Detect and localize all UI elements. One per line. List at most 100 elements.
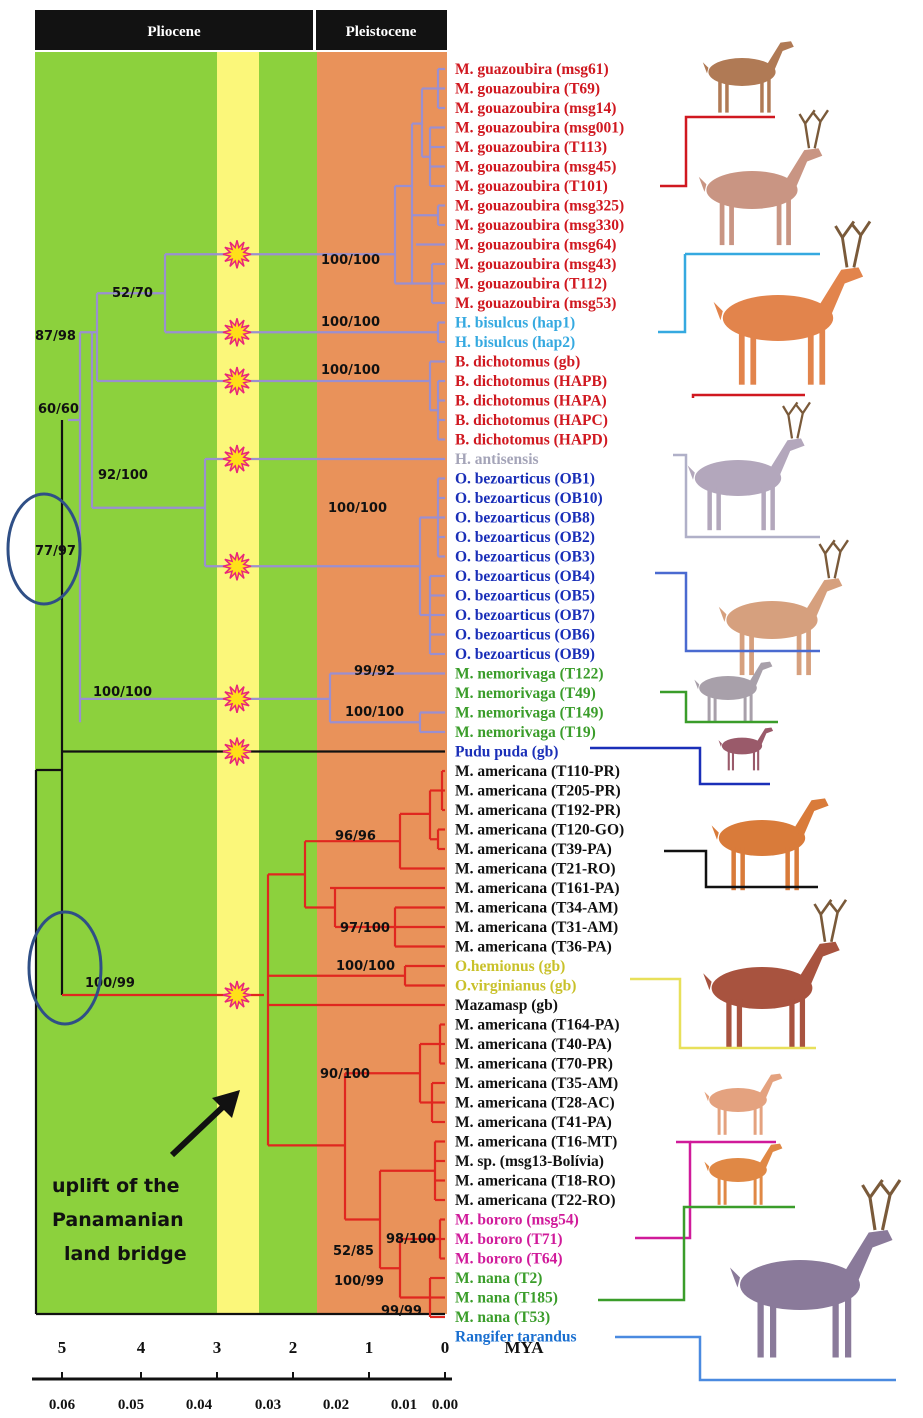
substitution-tick-label: 0.06: [49, 1397, 76, 1413]
support-value: 100/99: [85, 976, 135, 991]
amazonian-brown-brocket-illustration: [694, 662, 772, 723]
pampas-deer-illustration: [688, 402, 810, 530]
substitution-tick-label: 0.00: [432, 1397, 458, 1413]
clade-connector: [660, 127, 686, 186]
mya-tick-label: 5: [58, 1338, 67, 1357]
taxon-label: M. americana (T22-RO): [455, 1192, 616, 1209]
taxon-label: M. nana (T185): [455, 1290, 558, 1307]
mya-tick-label: 0: [441, 1338, 450, 1357]
axis-unit: MYA: [504, 1338, 544, 1357]
gray-brocket-deer-illustration: [699, 110, 828, 245]
substitution-tick-label: 0.03: [255, 1397, 281, 1413]
taxon-label: M. nana (T53): [455, 1309, 550, 1326]
taxon-label: M. gouazoubira (msg43): [455, 256, 616, 273]
taxon-label: H. bisulcus (hap2): [455, 334, 575, 351]
taxon-label: O. bezoarticus (OB1): [455, 471, 595, 488]
support-value: 87/98: [35, 329, 76, 344]
taxon-label: M. americana (T28-AC): [455, 1095, 615, 1112]
pudu-illustration: [718, 728, 773, 771]
taxon-label: O. bezoarticus (OB3): [455, 549, 595, 566]
taxon-label: M. bororo (T71): [455, 1231, 563, 1248]
taxon-label: Mazamasp (gb): [455, 997, 558, 1014]
taxon-label: M. americana (T21-RO): [455, 861, 616, 878]
taxon-label: B. dichotomus (HAPC): [455, 412, 608, 429]
taxon-label: M. gouazoubira (msg53): [455, 295, 616, 312]
substitution-tick-label: 0.04: [186, 1397, 213, 1413]
support-value: 100/100: [93, 685, 152, 700]
time-axis: 5432100.060.050.040.030.020.010.00MYA: [32, 1338, 544, 1413]
taxon-label: M. americana (T34-AM): [455, 900, 618, 917]
taxon-label: M. gouazoubira (msg001): [455, 120, 624, 137]
taxon-label: M. nemorivaga (T122): [455, 666, 604, 683]
mya-tick-label: 3: [213, 1338, 222, 1357]
taxon-label: O. bezoarticus (OB6): [455, 627, 595, 644]
marsh-deer-illustration: [714, 221, 870, 384]
taxon-label: O.hemionus (gb): [455, 958, 565, 975]
taxon-label: M. americana (T205-PR): [455, 783, 621, 800]
support-value: 100/100: [321, 253, 380, 268]
support-value: 100/100: [328, 501, 387, 516]
support-value: 77/97: [35, 544, 76, 559]
taruca-deer-illustration: [719, 540, 848, 675]
support-value: 100/100: [336, 959, 395, 974]
taxon-label: M. gouazoubira (msg325): [455, 198, 624, 215]
support-value: 96/96: [335, 829, 376, 844]
taxon-label: O. bezoarticus (OB10): [455, 490, 603, 507]
white-tailed-deer-illustration: [703, 900, 846, 1049]
pliocene-band: [35, 52, 317, 1314]
support-value: 97/100: [340, 921, 390, 936]
taxon-label: M. nana (T2): [455, 1270, 542, 1287]
deer-illustrations: [590, 41, 900, 1380]
pleistocene-label: Pleistocene: [346, 24, 417, 40]
taxon-label: M. americana (T192-PR): [455, 802, 621, 819]
taxon-label: M. sp. (msg13-Bolívia): [455, 1153, 604, 1170]
support-value: 100/100: [321, 315, 380, 330]
clade-connector: [658, 254, 685, 332]
taxon-label: M. americana (T16-MT): [455, 1134, 617, 1151]
taxon-label: M. americana (T120-GO): [455, 822, 624, 839]
support-value: 60/60: [38, 402, 79, 417]
taxon-label: M. americana (T18-RO): [455, 1173, 616, 1190]
taxon-label: M. gouazoubira (T112): [455, 276, 607, 293]
small-red-brocket-illustration: [704, 1074, 782, 1135]
support-value: 92/100: [98, 468, 148, 483]
taxon-label: M. americana (T36-PA): [455, 939, 612, 956]
brown-brocket-deer-illustration: [703, 41, 794, 112]
taxon-label: H. bisulcus (hap1): [455, 315, 575, 332]
taxon-label: B. dichotomus (HAPD): [455, 432, 608, 449]
taxon-label: O. bezoarticus (OB9): [455, 646, 595, 663]
taxon-label: M. americana (T70-PR): [455, 1056, 613, 1073]
taxon-label: M. americana (T39-PA): [455, 841, 612, 858]
red-brocket-deer-illustration: [712, 798, 829, 890]
clade-connector: [615, 1337, 896, 1380]
taxon-label: M. gouazoubira (T101): [455, 178, 608, 195]
taxon-label: B. dichotomus (HAPB): [455, 373, 607, 390]
taxon-label: M. americana (T31-AM): [455, 919, 618, 936]
clade-connector: [693, 395, 805, 398]
annotation-line-1: uplift of the: [52, 1175, 180, 1197]
taxon-labels: M. guazoubira (msg61)M. gouazoubira (T69…: [455, 61, 624, 1346]
taxon-label: M. americana (T110-PR): [455, 763, 620, 780]
taxon-label: M. nemorivaga (T19): [455, 724, 596, 741]
taxon-label: M. americana (T40-PA): [455, 1036, 612, 1053]
support-value: 52/70: [112, 286, 153, 301]
taxon-label: M. guazoubira (msg61): [455, 61, 609, 78]
taxon-label: H. antisensis: [455, 451, 539, 468]
substitution-tick-label: 0.05: [118, 1397, 144, 1413]
taxon-label: O. bezoarticus (OB4): [455, 568, 595, 585]
support-value: 100/99: [334, 1274, 384, 1289]
taxon-label: Pudu puda (gb): [455, 744, 558, 761]
taxon-label: O. bezoarticus (OB8): [455, 510, 595, 527]
taxon-label: O. bezoarticus (OB7): [455, 607, 595, 624]
taxon-label: M. gouazoubira (T113): [455, 139, 607, 156]
taxon-label: O. bezoarticus (OB5): [455, 588, 595, 605]
taxon-label: M. americana (T161-PA): [455, 880, 620, 897]
taxon-label: M. bororo (msg54): [455, 1212, 579, 1229]
taxon-label: B. dichotomus (HAPA): [455, 393, 607, 410]
taxon-label: O.virginianus (gb): [455, 978, 576, 995]
annotation-line-2: Panamanian: [52, 1209, 184, 1231]
support-value: 98/100: [386, 1232, 436, 1247]
taxon-label: M. americana (T41-PA): [455, 1114, 612, 1131]
annotation-line-3: land bridge: [64, 1243, 187, 1265]
